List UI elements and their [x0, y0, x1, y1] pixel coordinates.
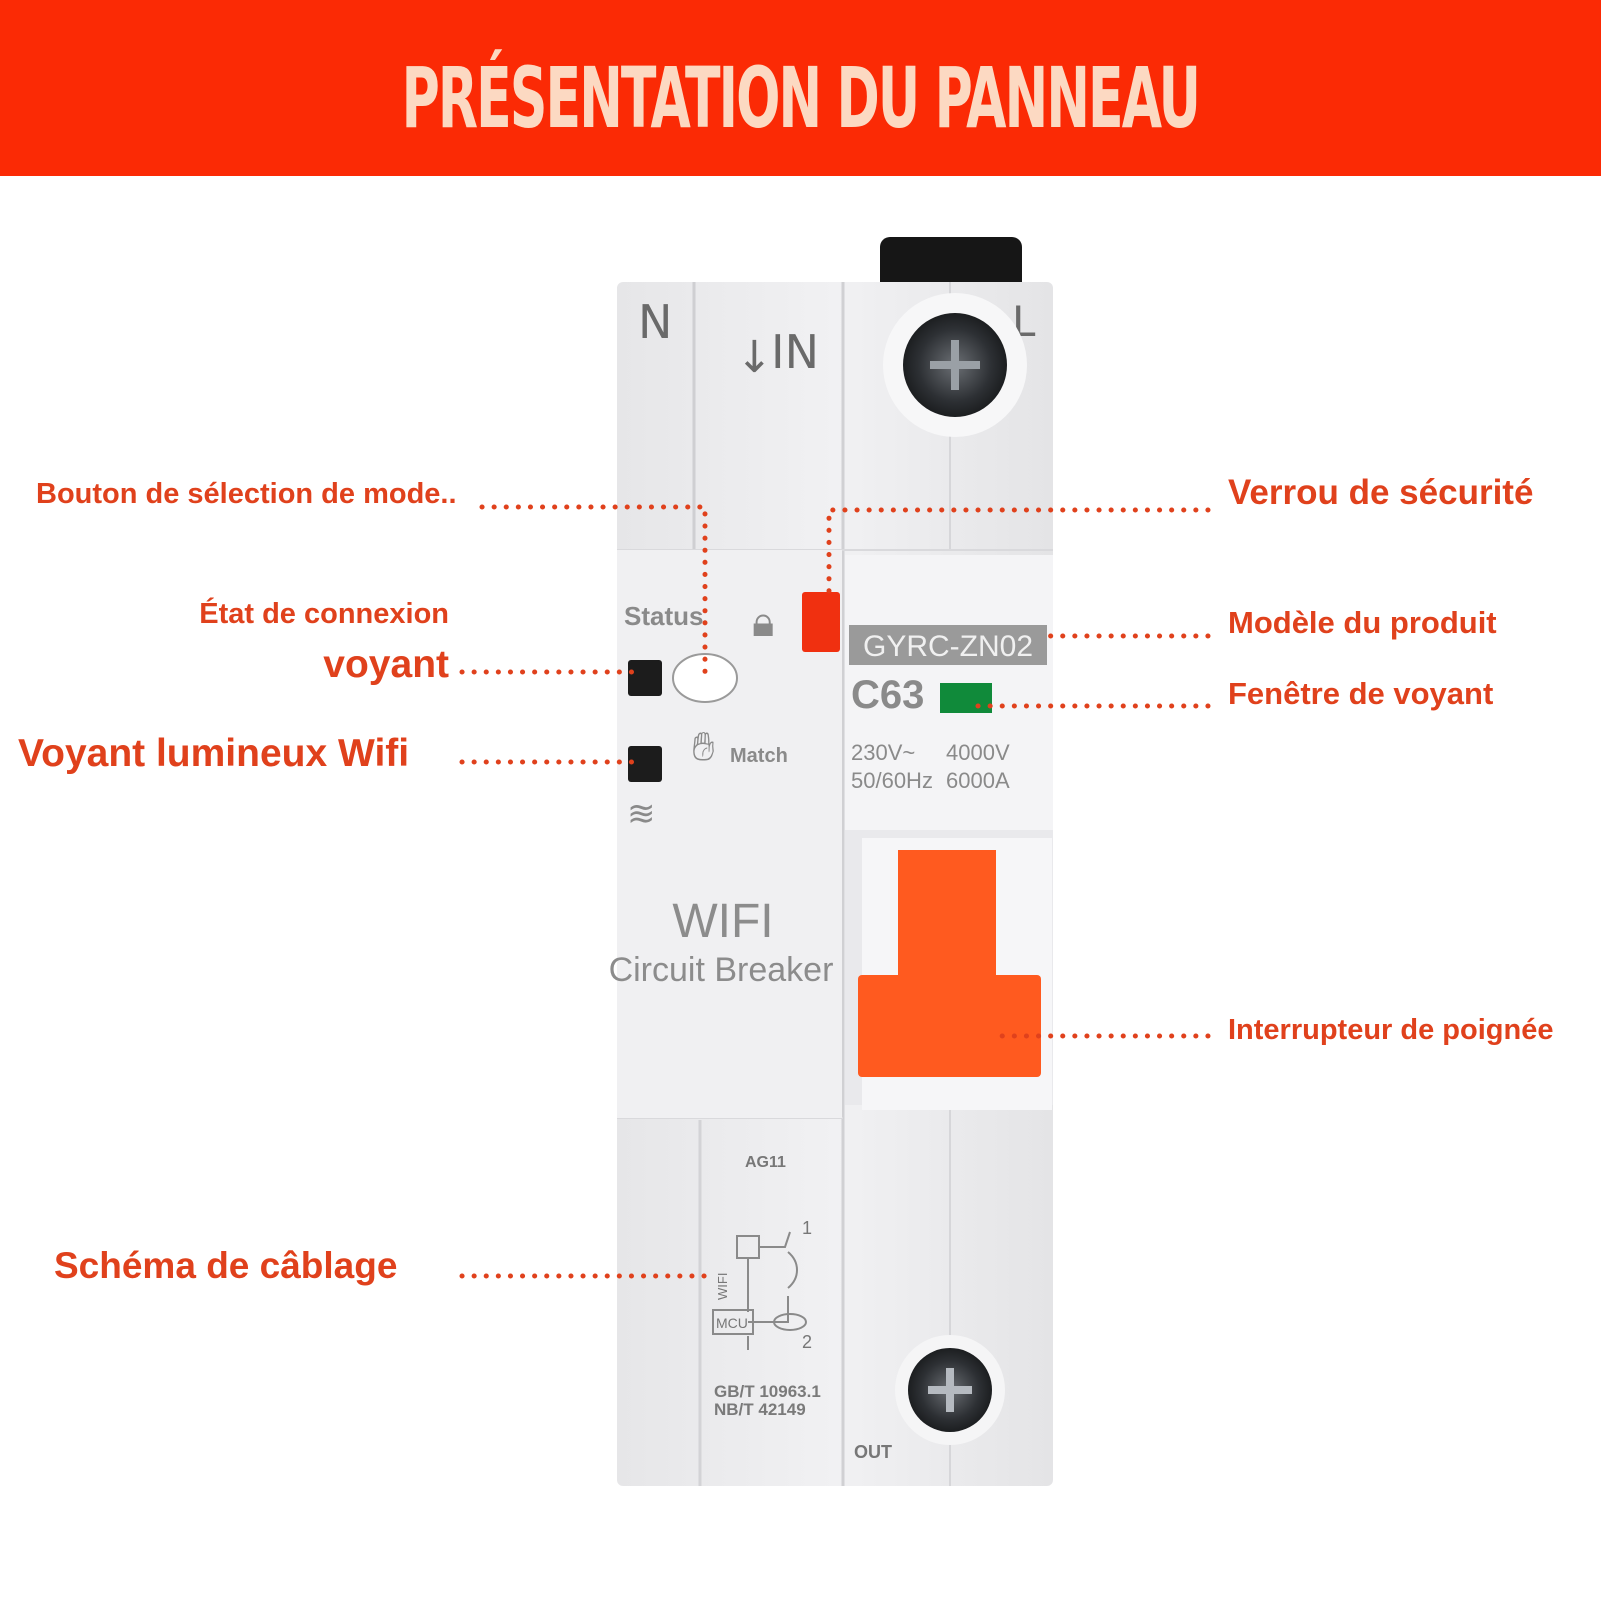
callout-status-line1: État de connexion — [199, 598, 449, 630]
current-label: 6000A — [946, 768, 1010, 793]
callout-lock: Verrou de sécurité — [1228, 473, 1534, 512]
product-name: Circuit Breaker — [609, 951, 834, 989]
terminal-n-label: N — [638, 295, 672, 349]
standard-1: GB/T 10963.1 — [714, 1382, 821, 1401]
rating-label: C63 — [851, 673, 924, 717]
lock-icon: 🔒︎ — [752, 597, 774, 646]
handle-switch[interactable] — [858, 975, 1041, 1077]
frequency-label: 50/60Hz — [851, 768, 933, 793]
schematic-num-2: 2 — [802, 1332, 812, 1352]
callout-window: Fenêtre de voyant — [1228, 676, 1494, 711]
callout-leaders — [459, 504, 1211, 1279]
callout-status-line2: voyant — [323, 643, 449, 686]
code-label: AG11 — [745, 1154, 786, 1171]
model-plate — [849, 625, 1047, 665]
schematic-num-1: 1 — [802, 1218, 812, 1238]
banner-title: PRÉSENTATION DU PANNEAU — [401, 49, 1201, 147]
leader-mode-button — [479, 504, 708, 681]
top-screw-icon — [883, 293, 1027, 437]
status-label: Status — [624, 601, 703, 631]
wiring-schematic — [712, 1231, 807, 1350]
standard-2: NB/T 42149 — [714, 1400, 806, 1419]
safety-lock[interactable] — [802, 592, 840, 652]
mode-button[interactable] — [672, 653, 738, 703]
terminal-in-label: IN — [771, 325, 819, 379]
arrow-down-icon: ↓ — [736, 332, 773, 383]
voltage-label: 230V~ — [851, 740, 915, 765]
callout-wiring: Schéma de câblage — [54, 1245, 398, 1286]
match-label: Match — [730, 745, 788, 767]
callout-handle: Interrupteur de poignée — [1228, 1014, 1554, 1046]
wifi-led — [628, 746, 662, 782]
power-label: 4000V — [946, 740, 1010, 765]
model-name: GYRC-ZN02 — [863, 630, 1033, 663]
callout-mode-button: Bouton de sélection de mode.. — [36, 478, 457, 510]
mcu-label: MCU — [716, 1315, 748, 1331]
callout-model: Modèle du produit — [1228, 605, 1497, 640]
title-banner: PRÉSENTATION DU PANNEAU — [0, 0, 1601, 176]
hand-icon: ✋︎ — [692, 724, 715, 770]
out-label: OUT — [854, 1442, 892, 1462]
status-led — [628, 660, 662, 696]
wifi-small-label: WIFI — [715, 1273, 730, 1300]
wifi-icon: ≋ — [627, 794, 656, 834]
handle-stem — [898, 850, 996, 980]
callout-wifi-led: Voyant lumineux Wifi — [18, 732, 410, 775]
bottom-screw-icon — [895, 1335, 1005, 1445]
wifi-title: WIFI — [672, 895, 773, 948]
indicator-window — [940, 683, 992, 713]
